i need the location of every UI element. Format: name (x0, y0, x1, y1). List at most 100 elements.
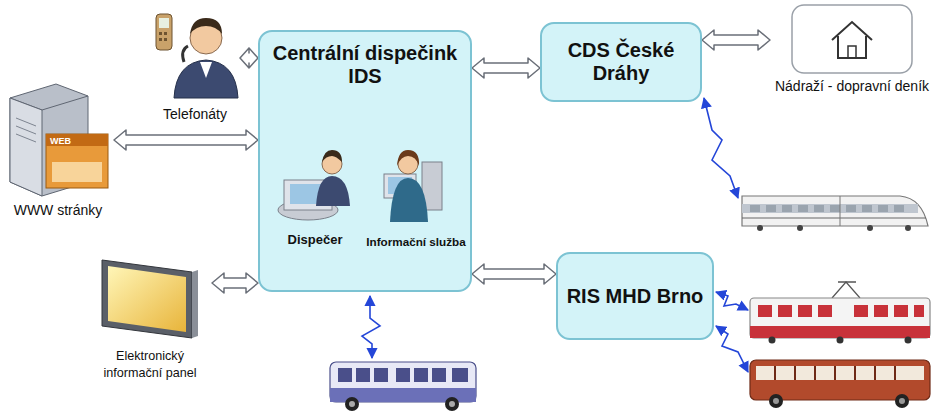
drawing-part (716, 326, 748, 372)
drawing-part (330, 362, 476, 402)
drawing-part (874, 366, 876, 380)
drawing-part (756, 366, 924, 380)
drawing-part (742, 196, 928, 226)
node-text: Centrální dispečink IDS (268, 42, 462, 88)
drawing-part (894, 205, 904, 212)
drawing-part (46, 134, 108, 188)
drawing-part (834, 366, 836, 380)
drawing-part (164, 38, 167, 41)
drawing-part (108, 266, 186, 332)
drawing-part (390, 178, 428, 222)
drawing-part (742, 204, 918, 213)
drawing-part (846, 205, 856, 212)
tram (750, 282, 930, 344)
web-node: WWW stránky (2, 78, 114, 226)
drawing-part (794, 366, 796, 380)
drawing-part (345, 397, 359, 411)
drawing-part (797, 225, 803, 231)
icon-label: WEB (50, 136, 71, 146)
info-service-icon (364, 144, 468, 230)
drawing-part (52, 162, 102, 182)
drawing-part (838, 281, 856, 283)
drawing-part (362, 296, 380, 358)
double-arrow (240, 48, 258, 68)
info-panel-icon (88, 250, 212, 346)
drawing-part (750, 205, 760, 212)
drawing-part (832, 282, 860, 298)
drawing-part (905, 225, 911, 231)
drawing-part (174, 60, 238, 98)
node-text: CDS České Dráhy (550, 39, 692, 85)
drawing-part (445, 397, 459, 411)
station-icon (770, 2, 934, 76)
station-node: Nádraží - dopravní deník (770, 2, 934, 116)
drawing-part (750, 326, 930, 338)
drawing-part (338, 368, 352, 382)
drawing-part (432, 368, 446, 382)
drawing-part (190, 18, 222, 34)
double-arrow (212, 273, 258, 293)
drawing-part (757, 225, 911, 231)
drawing-part (778, 305, 792, 317)
drawing-part (769, 394, 783, 408)
drawing-part (750, 205, 904, 212)
drawing-part (769, 394, 909, 408)
drawing-part (757, 225, 763, 231)
ris-box: RIS MHD Brno (556, 252, 714, 340)
drawing-part (716, 292, 748, 310)
drawing-part (798, 205, 808, 212)
drawing-part (848, 46, 856, 58)
drawing-part (316, 176, 350, 206)
node-text: WWW stránky (14, 202, 103, 219)
drawing-part (750, 298, 930, 338)
drawing-part (895, 394, 909, 408)
drawing-part (894, 366, 896, 380)
drawing-part (200, 62, 212, 78)
node-text: Informační služba (366, 234, 465, 249)
drawing-part (192, 270, 198, 338)
drawing-part (396, 368, 410, 382)
drawing-part (349, 401, 355, 407)
node-text: Elektronický informační panel (88, 348, 212, 382)
drawing-part (894, 305, 908, 317)
drawing-part (750, 360, 930, 400)
drawing-part (414, 368, 428, 382)
caller-node: Telefonáty (150, 6, 240, 134)
drawing-part (159, 32, 162, 35)
drawing-part (782, 205, 792, 212)
drawing-part (46, 134, 108, 146)
node-text: Telefonáty (163, 106, 227, 123)
drawing-part (867, 225, 873, 231)
drawing-part (758, 305, 924, 317)
drawing-part (840, 196, 841, 226)
drawing-part (766, 205, 776, 212)
drawing-part (837, 337, 844, 344)
drawing-part (874, 305, 888, 317)
drawing-part (878, 205, 888, 212)
node-text: Dispečer (288, 232, 343, 247)
drawing-part (16, 126, 36, 134)
drawing-part (16, 118, 36, 142)
drawing-part (773, 398, 779, 404)
drawing-part (742, 218, 926, 219)
drawing-part (164, 32, 167, 35)
double-arrow (472, 58, 540, 78)
dispatcher-node: Dispečer (270, 144, 360, 262)
drawing-part (814, 366, 816, 380)
drawing-part (102, 260, 192, 338)
drawing-part (830, 205, 840, 212)
node-text: RIS MHD Brno (567, 285, 704, 308)
drawing-part (349, 401, 455, 407)
phone-caller-icon (150, 6, 240, 102)
info-service-node: Informační služba (364, 144, 468, 270)
drawing-part (792, 5, 912, 73)
double-arrow (114, 130, 258, 150)
drawing-part (854, 366, 856, 380)
drawing-part (16, 134, 36, 142)
double-arrow (702, 30, 770, 50)
drawing-part (854, 305, 868, 317)
drawing-part (814, 205, 824, 212)
drawing-part (156, 14, 172, 50)
train (742, 196, 928, 231)
drawing-part (773, 398, 905, 404)
